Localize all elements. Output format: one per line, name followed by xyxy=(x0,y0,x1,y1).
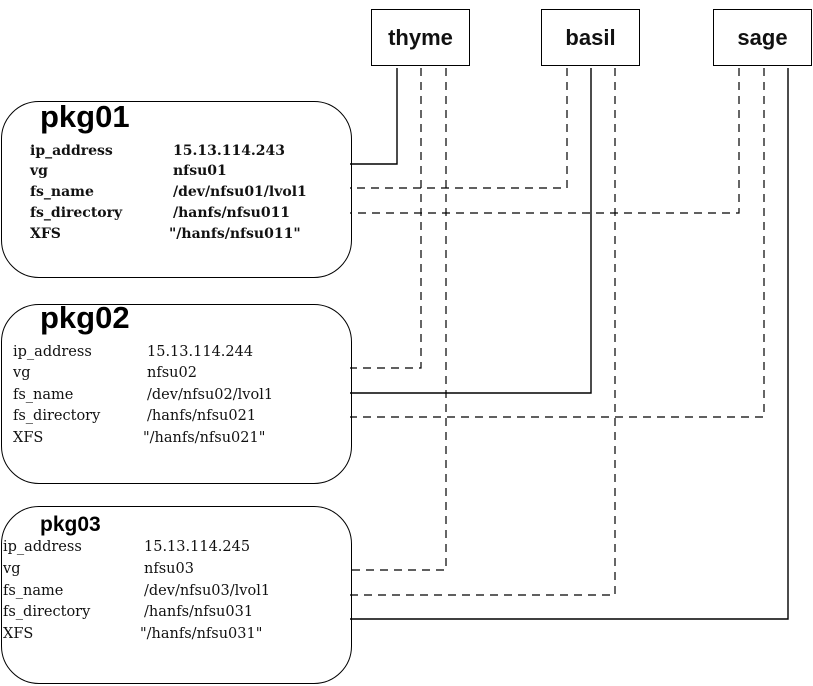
node-thyme-label: thyme xyxy=(388,24,453,50)
attr-value: nfsu01 xyxy=(173,163,227,179)
attr-value: 15.13.114.244 xyxy=(147,344,254,360)
link-basil-pkg02 xyxy=(350,68,592,394)
node-sage: sage xyxy=(713,9,812,66)
link-sage-pkg03 xyxy=(350,68,789,620)
node-sage-label: sage xyxy=(737,24,788,50)
package-pkg02-box xyxy=(1,304,352,484)
node-thyme: thyme xyxy=(371,9,470,66)
package-title: pkg02 xyxy=(40,300,130,335)
link-sage-pkg01 xyxy=(350,68,740,214)
attr-value: 15.13.114.245 xyxy=(144,539,251,555)
attr-key: vg xyxy=(30,163,48,179)
attr-value: nfsu03 xyxy=(144,561,194,577)
attr-key: vg xyxy=(3,561,21,577)
package-pkg01-box xyxy=(1,101,352,278)
attr-key: ip_address xyxy=(13,344,92,360)
link-basil-pkg01 xyxy=(350,68,568,189)
attr-value: "/hanfs/nfsu031" xyxy=(140,626,263,642)
package-title: pkg01 xyxy=(40,99,130,134)
link-basil-pkg03 xyxy=(350,68,616,596)
attr-value: nfsu02 xyxy=(147,365,197,381)
attr-value: "/hanfs/nfsu011" xyxy=(169,226,301,242)
attr-value: /dev/nfsu02/lvol1 xyxy=(147,387,274,403)
attr-value: "/hanfs/nfsu021" xyxy=(143,430,266,446)
link-thyme-pkg02 xyxy=(350,68,422,369)
attr-key: XFS xyxy=(13,430,44,446)
attr-key: ip_address xyxy=(3,539,82,555)
attr-value: /hanfs/nfsu021 xyxy=(147,408,257,424)
attr-key: fs_directory xyxy=(13,408,101,424)
node-basil: basil xyxy=(541,9,640,66)
attr-key: XFS xyxy=(3,626,34,642)
attr-value: /dev/nfsu01/lvol1 xyxy=(173,184,307,200)
attr-key: fs_name xyxy=(3,583,64,599)
attr-value: /hanfs/nfsu031 xyxy=(144,604,254,620)
attr-key: XFS xyxy=(30,226,61,242)
attr-key: fs_name xyxy=(13,387,74,403)
attr-key: fs_directory xyxy=(3,604,91,620)
node-basil-label: basil xyxy=(565,24,616,50)
link-sage-pkg02 xyxy=(350,68,765,418)
link-thyme-pkg03 xyxy=(350,68,447,571)
attr-value: /hanfs/nfsu011 xyxy=(173,205,291,221)
attr-key: fs_directory xyxy=(30,205,123,221)
attr-value: 15.13.114.243 xyxy=(173,143,286,159)
attr-value: /dev/nfsu03/lvol1 xyxy=(144,583,271,599)
attr-key: fs_name xyxy=(30,184,94,200)
package-pkg03-box xyxy=(1,506,352,684)
link-thyme-pkg01 xyxy=(350,68,398,165)
attr-key: vg xyxy=(13,365,31,381)
package-title: pkg03 xyxy=(40,513,101,536)
attr-key: ip_address xyxy=(30,143,113,159)
